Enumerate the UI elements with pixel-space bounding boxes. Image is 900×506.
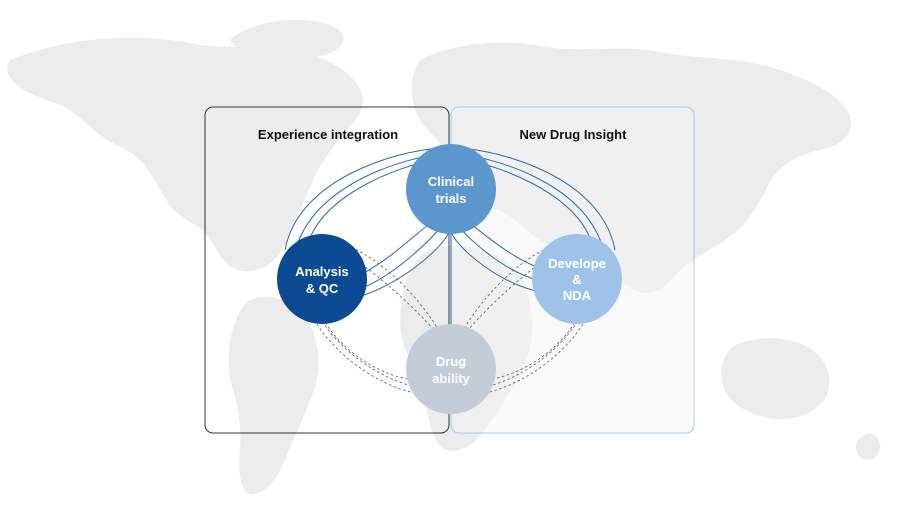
drug-ability-label-line1: Drug (436, 354, 466, 369)
node-clinical-trials: Clinical trials (406, 144, 496, 234)
drug-ability-circle (406, 324, 496, 414)
analysis-qc-circle (277, 234, 367, 324)
drug-ability-label-line2: ability (432, 371, 470, 386)
develope-nda-label-line3: NDA (563, 288, 592, 303)
analysis-qc-label-line2: & QC (306, 281, 339, 296)
left-panel (204, 106, 450, 434)
node-develope-nda: Develope & NDA (532, 234, 622, 324)
world-map-background (7, 19, 881, 495)
develope-nda-label-line1: Develope (548, 256, 606, 271)
node-analysis-qc: Analysis & QC (277, 234, 367, 324)
node-drug-ability: Drug ability (406, 324, 496, 414)
right-panel-title: New Drug Insight (520, 127, 628, 142)
clinical-trials-label-line2: trials (435, 191, 466, 206)
clinical-trials-label-line1: Clinical (428, 174, 474, 189)
develope-nda-circle (532, 234, 622, 324)
clinical-trials-circle (406, 144, 496, 234)
left-panel-title: Experience integration (258, 127, 398, 142)
develope-nda-label-line2: & (572, 272, 581, 287)
analysis-qc-label-line1: Analysis (295, 264, 348, 279)
